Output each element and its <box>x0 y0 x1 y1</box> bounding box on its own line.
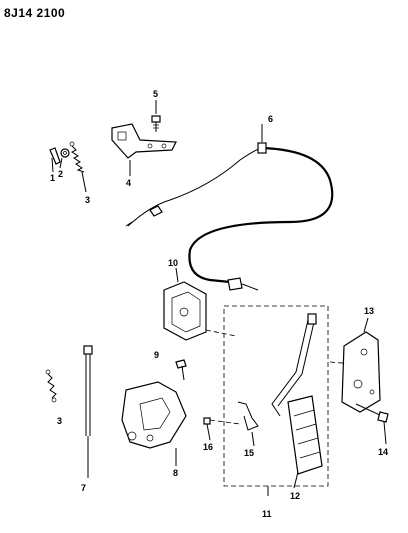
callout-16: 16 <box>203 442 213 452</box>
part-2-washer <box>59 148 70 169</box>
part-16-pin <box>203 417 241 441</box>
part-3-spring-lower <box>45 369 57 403</box>
part-12-pedal <box>267 313 323 496</box>
callout-14: 14 <box>378 447 388 457</box>
callout-12: 12 <box>290 491 300 501</box>
callout-3-lower: 3 <box>57 416 62 426</box>
callout-6: 6 <box>268 114 273 124</box>
callout-1: 1 <box>50 173 55 183</box>
part-6-cable <box>125 124 334 291</box>
callout-15: 15 <box>244 448 254 458</box>
part-8-bracket-assembly <box>121 381 187 466</box>
part-10-module <box>163 267 207 341</box>
callout-4: 4 <box>126 178 131 188</box>
part-9-screw <box>175 359 187 381</box>
callout-5: 5 <box>153 89 158 99</box>
part-15-clip <box>237 401 259 447</box>
part-1-pin <box>49 147 61 173</box>
callout-2: 2 <box>58 169 63 179</box>
callout-10: 10 <box>168 258 178 268</box>
callout-8: 8 <box>173 468 178 478</box>
part-7-rod <box>83 345 93 478</box>
cable-guide-line <box>205 329 237 337</box>
part-5-bolt <box>151 100 161 132</box>
part-3-spring-upper <box>69 141 87 193</box>
part-13-mounting-bracket <box>341 317 381 413</box>
callout-11: 11 <box>262 509 272 519</box>
callout-9: 9 <box>154 350 159 360</box>
diagram-code: 8J14 2100 <box>4 6 66 20</box>
part-4-bracket <box>111 123 177 176</box>
callout-13: 13 <box>364 306 374 316</box>
callout-3-upper: 3 <box>85 195 90 205</box>
pedal-group-outline <box>223 305 329 487</box>
part-14-bolt <box>355 403 389 445</box>
callout-7: 7 <box>81 483 86 493</box>
